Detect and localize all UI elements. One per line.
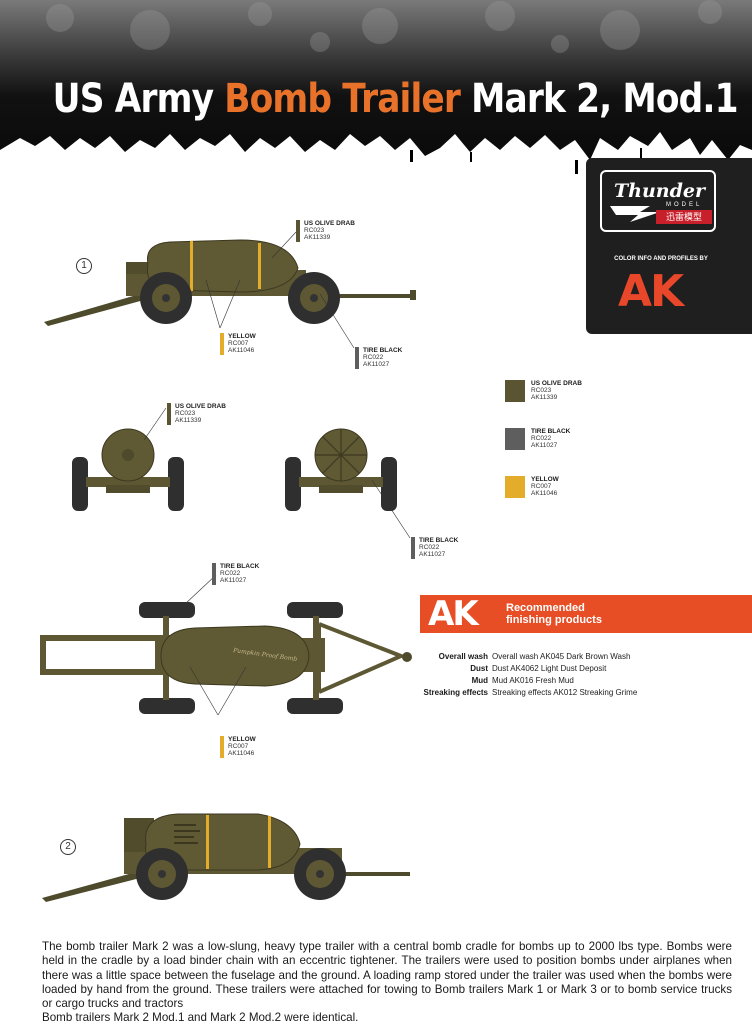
legend-black-rc: RC022: [531, 435, 552, 442]
callout-black-3-ak: AK11027: [220, 577, 247, 584]
callout-olive-1-name: US OLIVE DRAB: [304, 220, 355, 227]
trailer-side-view-2: [42, 813, 410, 902]
thunder-chinese-label: 迅雷模型: [656, 210, 712, 224]
trailer-top-view: Pumpkin Proof Bomb: [40, 602, 412, 714]
callout-yellow-1-rc: RC007: [228, 340, 249, 347]
callout-yellow-1-ak: AK11046: [228, 347, 255, 354]
leader-lines-2: [143, 407, 411, 539]
thunder-wordmark: Thunder: [614, 180, 705, 202]
description-paragraph-2: Bomb trailers Mark 2 Mod.1 and Mark 2 Mo…: [42, 1011, 359, 1024]
callout-black-3-name: TIRE BLACK: [220, 563, 260, 570]
brand-box: Thunder MODEL 迅雷模型 COLOR INFO AND PROFIL…: [586, 158, 752, 334]
callout-black-2-name: TIRE BLACK: [419, 537, 459, 544]
callout-black-1-name: TIRE BLACK: [363, 347, 403, 354]
legend-black-ak: AK11027: [531, 442, 558, 449]
finishing-row-key: Dust: [470, 664, 488, 673]
legend-yellow-ak: AK11046: [531, 490, 558, 497]
trailer-side-view-1: [44, 239, 416, 326]
legend-yellow-rc: RC007: [531, 483, 552, 490]
finishing-title-line-2: finishing products: [506, 614, 602, 626]
ak-interactive-logo: AK: [618, 266, 684, 317]
title-part-1: US Army: [52, 76, 225, 122]
profile-marker-2: 2: [60, 839, 76, 855]
leader-lines-1: [205, 231, 355, 349]
finishing-row-value: Dust AK4062 Light Dust Deposit: [492, 664, 607, 673]
callout-black-2-ak: AK11027: [419, 551, 446, 558]
callout-olive-1-ak: AK11339: [304, 234, 331, 241]
finishing-title-line-1: Recommended: [506, 602, 585, 614]
callout-black-2-rc: RC022: [419, 544, 440, 551]
finishing-table: Overall wash Overall wash AK045 Dark Brow…: [420, 652, 750, 700]
legend-olive-name: US OLIVE DRAB: [531, 380, 582, 387]
thunder-model-text: MODEL: [666, 202, 703, 208]
callout-black-2-bar: [411, 537, 415, 559]
callout-olive-2-rc: RC023: [175, 410, 196, 417]
callout-black-1-bar: [355, 347, 359, 369]
legend-olive-swatch: [505, 380, 525, 402]
legend-olive-ak: AK11339: [531, 394, 558, 401]
finishing-row-key: Streaking effects: [423, 688, 488, 697]
finishing-row-key: Mud: [471, 676, 488, 685]
finishing-row-key: Overall wash: [438, 652, 488, 661]
trailer-front-view: [72, 428, 184, 511]
thunder-model-logo: Thunder MODEL 迅雷模型: [600, 170, 716, 232]
finishing-ak-logo: AK: [428, 594, 479, 634]
lightning-bolt-icon: [610, 206, 660, 222]
callout-black-1-rc: RC022: [363, 354, 384, 361]
legend-yellow-name: YELLOW: [531, 476, 559, 483]
title-part-2: Bomb Trailer: [224, 76, 461, 122]
legend-black-swatch: [505, 428, 525, 450]
callout-yellow-2-ak: AK11046: [228, 750, 255, 757]
description-paragraph-1: The bomb trailer Mark 2 was a low-slung,…: [42, 940, 732, 1011]
callout-black-1-ak: AK11027: [363, 361, 390, 368]
trailer-rear-view: [285, 428, 397, 511]
description-text: The bomb trailer Mark 2 was a low-slung,…: [42, 940, 732, 1024]
callout-olive-1-rc: RC023: [304, 227, 325, 234]
finishing-row: Dust Dust AK4062 Light Dust Deposit: [420, 664, 750, 676]
callout-yellow-1-bar: [220, 333, 224, 355]
callout-olive-1-bar: [296, 220, 300, 242]
callout-black-3-rc: RC022: [220, 570, 241, 577]
callout-yellow-2-rc: RC007: [228, 743, 249, 750]
header-banner: US Army Bomb Trailer Mark 2, Mod.1: [0, 0, 752, 174]
finishing-row-value: Streaking effects AK012 Streaking Grime: [492, 688, 638, 697]
page-title: US Army Bomb Trailer Mark 2, Mod.1: [52, 76, 739, 122]
grunge-background: [0, 0, 752, 174]
callout-olive-2-ak: AK11339: [175, 417, 202, 424]
brand-caption: COLOR INFO AND PROFILES BY: [614, 256, 708, 262]
callout-yellow-2-bar: [220, 736, 224, 758]
callout-yellow-1-name: YELLOW: [228, 333, 256, 340]
leader-lines-3: [183, 574, 247, 716]
callout-black-3-bar: [212, 563, 216, 585]
legend-yellow-swatch: [505, 476, 525, 498]
profile-marker-1: 1: [76, 258, 92, 274]
finishing-row: Mud Mud AK016 Fresh Mud: [420, 676, 750, 688]
finishing-row: Streaking effects Streaking effects AK012…: [420, 688, 750, 700]
legend-olive-rc: RC023: [531, 387, 552, 394]
legend-black-name: TIRE BLACK: [531, 428, 571, 435]
finishing-row: Overall wash Overall wash AK045 Dark Brow…: [420, 652, 750, 664]
callout-yellow-2-name: YELLOW: [228, 736, 256, 743]
finishing-row-value: Mud AK016 Fresh Mud: [492, 676, 574, 685]
callout-olive-2-name: US OLIVE DRAB: [175, 403, 226, 410]
callout-olive-2-bar: [167, 403, 171, 425]
title-part-3: Mark 2, Mod.1: [459, 76, 738, 122]
finishing-row-value: Overall wash AK045 Dark Brown Wash: [492, 652, 631, 661]
